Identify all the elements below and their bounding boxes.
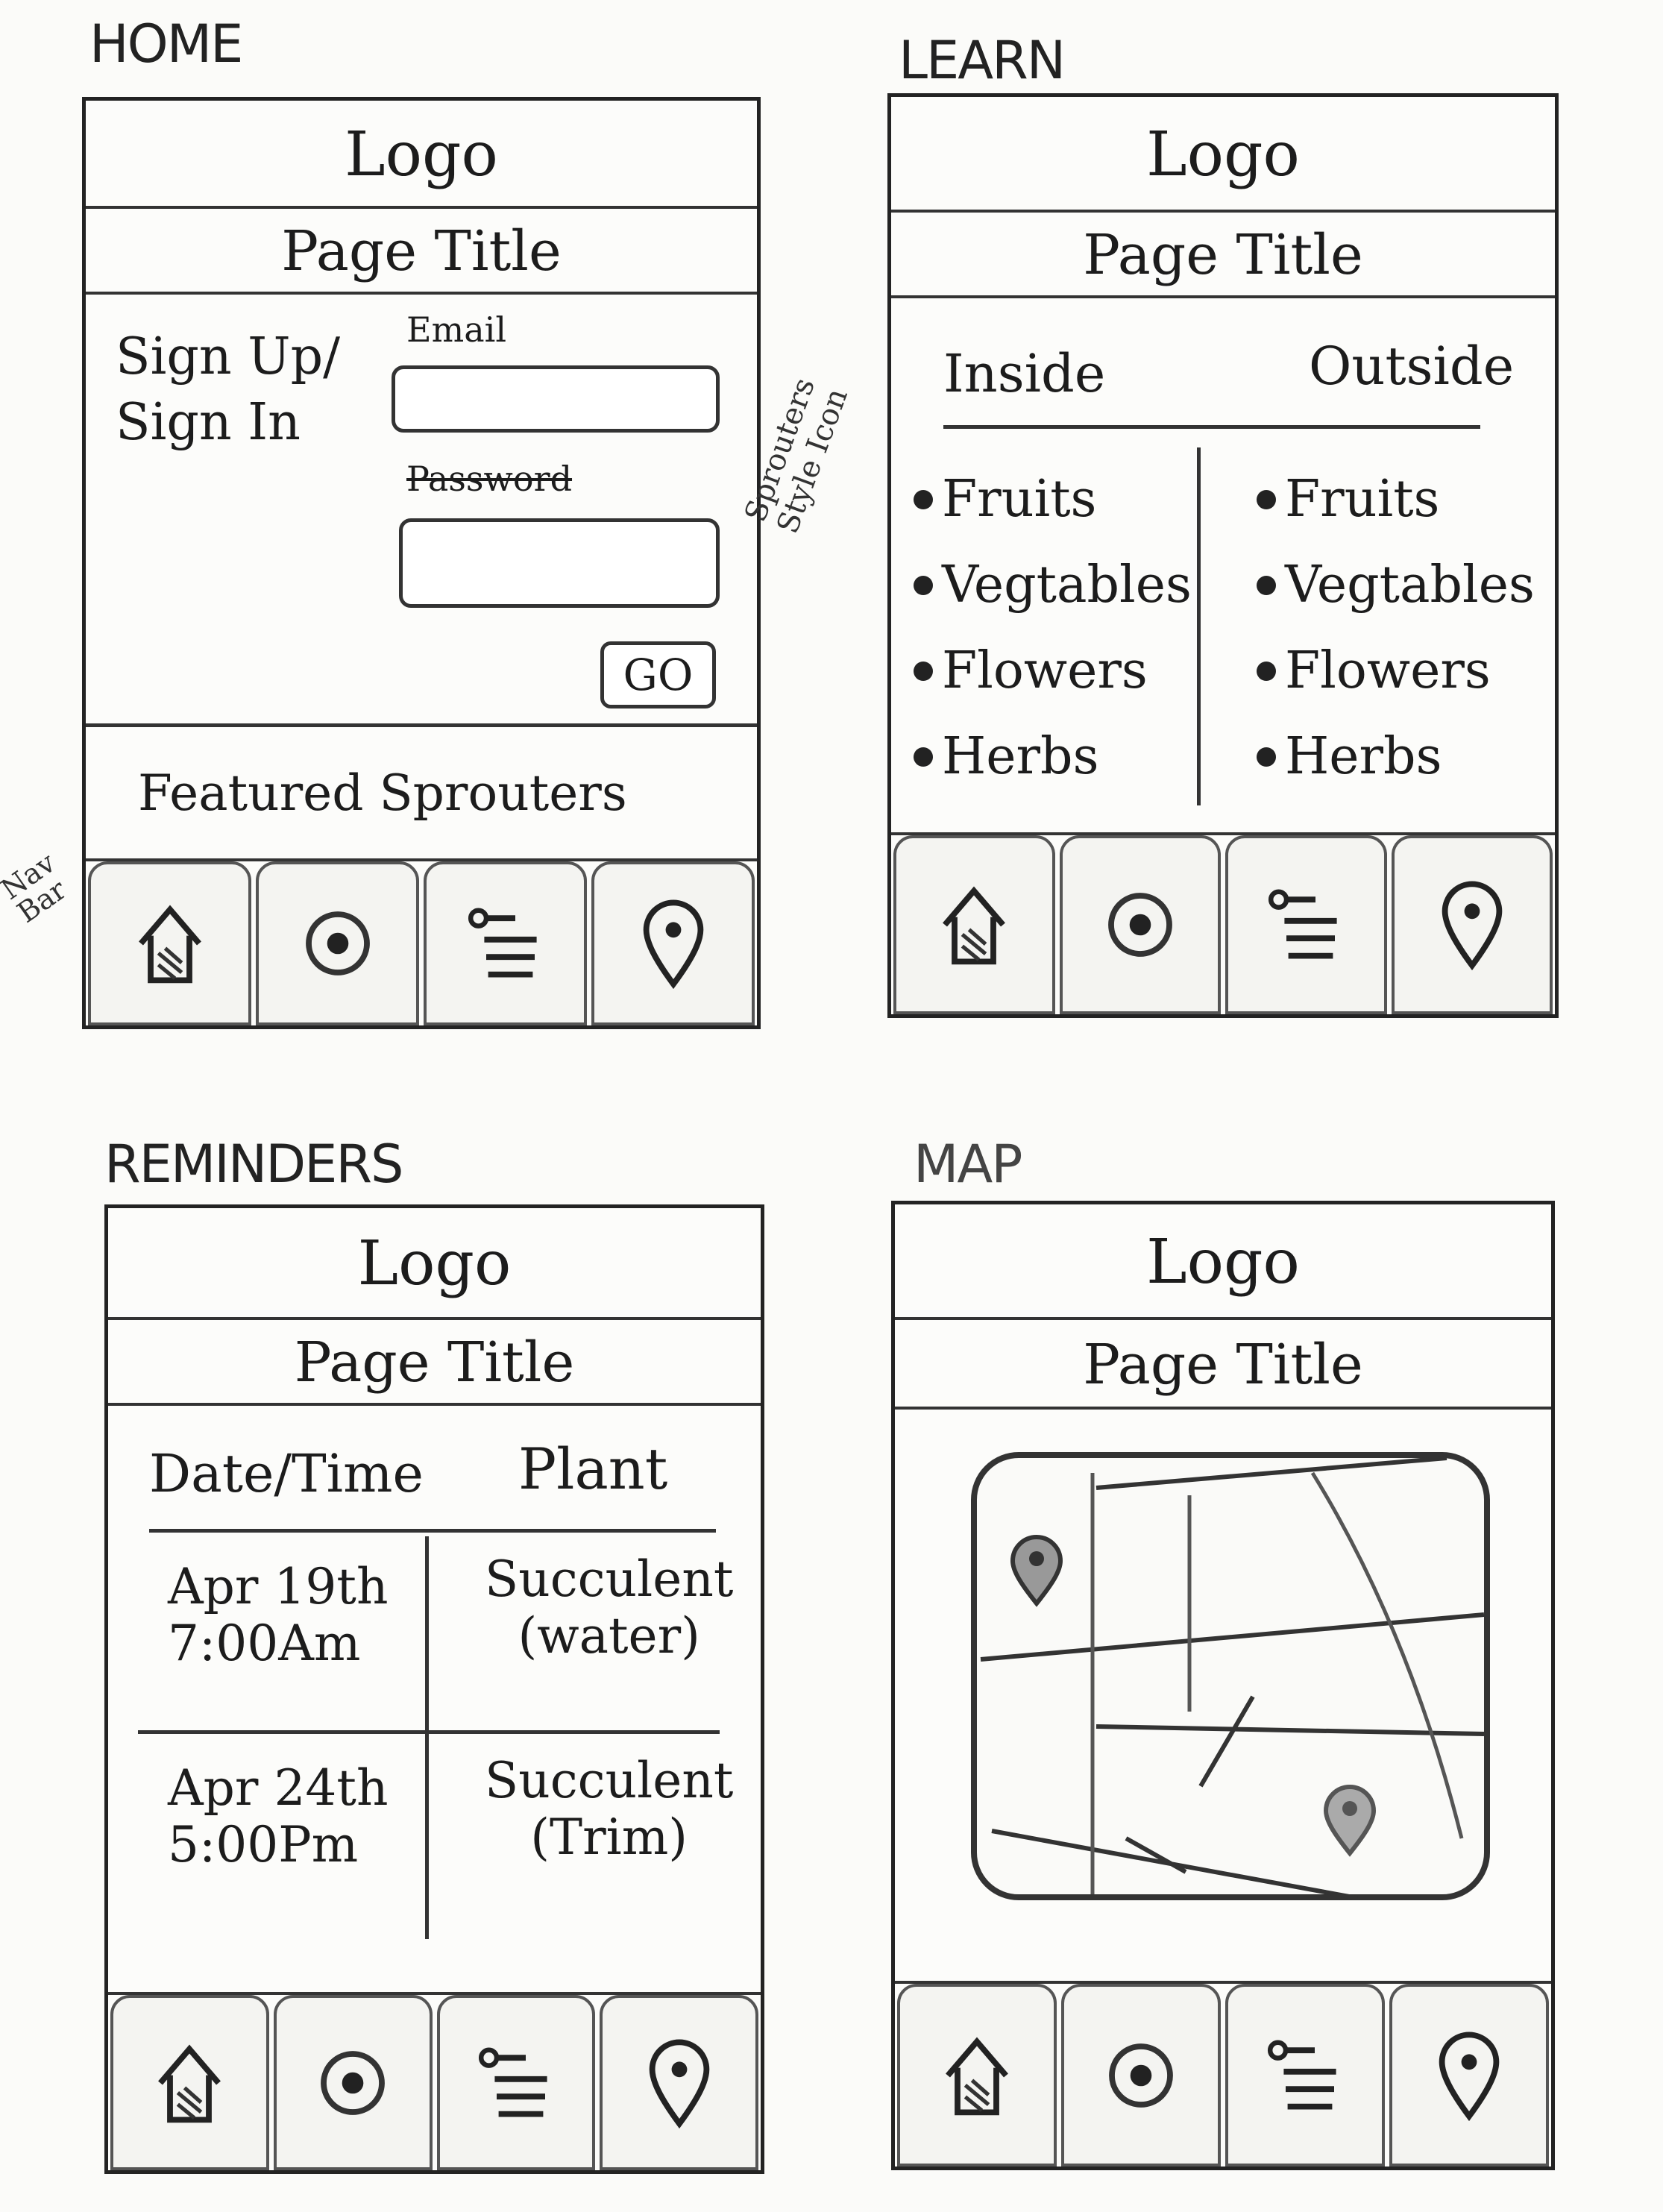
nav-bar — [891, 832, 1555, 1014]
logo: Logo — [891, 97, 1555, 213]
outside-category-flowers[interactable]: Flowers — [1257, 641, 1535, 700]
sprout-icon — [321, 2050, 386, 2115]
nav-tab-reminders[interactable] — [424, 861, 587, 1025]
header-underline — [149, 1529, 716, 1533]
go-button[interactable]: GO — [600, 641, 716, 708]
nav-bar — [895, 1981, 1551, 2167]
map-view[interactable] — [969, 1451, 1491, 1902]
reminders-icon — [468, 908, 537, 978]
nav-tab-learn[interactable] — [273, 1995, 433, 2170]
reminder-row-1-date[interactable]: Apr 19th 7:00Am — [168, 1558, 389, 1672]
outside-category-herbs[interactable]: Herbs — [1257, 727, 1535, 786]
map-screen: Logo Page Title — [891, 1201, 1555, 2170]
row-divider — [138, 1730, 720, 1734]
reminder-row-2-date[interactable]: Apr 24th 5:00Pm — [168, 1759, 389, 1873]
home-icon — [158, 2044, 221, 2123]
column-divider — [1197, 447, 1201, 805]
tab-outside[interactable]: Outside — [1309, 336, 1515, 397]
tab-underline — [943, 425, 1480, 429]
reminder-row-1-plant[interactable]: Succulent (water) — [485, 1550, 734, 1665]
nav-tab-reminders[interactable] — [1225, 835, 1387, 1014]
home-icon — [943, 886, 1006, 965]
map-pin-icon — [1442, 881, 1503, 971]
nav-tab-map[interactable] — [591, 861, 755, 1025]
nav-bar — [108, 1992, 761, 2170]
featured-sprouters-label: Featured Sprouters — [138, 764, 627, 822]
page-title: Page Title — [86, 209, 757, 295]
home-icon — [946, 2037, 1008, 2115]
home-screen: Logo Page Title Sign Up/ Sign In Email P… — [82, 97, 761, 1029]
page-title: Page Title — [895, 1320, 1551, 1410]
logo: Logo — [108, 1208, 761, 1320]
nav-tab-map[interactable] — [600, 1995, 758, 2170]
nav-tab-home[interactable] — [893, 835, 1055, 1014]
learn-frame-label: LEARN — [899, 30, 1066, 91]
home-frame-label: HOME — [89, 13, 243, 75]
password-field[interactable] — [399, 518, 720, 608]
page-title: Page Title — [108, 1320, 761, 1406]
nav-tab-map[interactable] — [1389, 1984, 1549, 2167]
map-pin-icon — [649, 2039, 709, 2128]
nav-tab-reminders[interactable] — [436, 1995, 596, 2170]
reminders-icon — [1267, 2040, 1336, 2109]
nav-tab-learn[interactable] — [256, 861, 419, 1025]
email-field[interactable] — [392, 365, 720, 433]
logo: Logo — [86, 101, 757, 209]
nav-tab-home[interactable] — [88, 861, 251, 1025]
nav-tab-home[interactable] — [897, 1984, 1057, 2167]
logo: Logo — [895, 1204, 1551, 1320]
tab-inside[interactable]: Inside — [943, 343, 1106, 404]
reminders-screen: Logo Page Title Date/Time Plant Apr 19th… — [104, 1204, 764, 2174]
nav-tab-reminders[interactable] — [1225, 1984, 1385, 2167]
reminders-frame-label: REMINDERS — [104, 1134, 403, 1195]
nav-tab-map[interactable] — [1391, 835, 1553, 1014]
sprout-icon — [1109, 2043, 1173, 2108]
nav-tab-learn[interactable] — [1059, 835, 1221, 1014]
sprout-icon — [305, 911, 370, 975]
featured-divider — [86, 723, 757, 727]
nav-tab-learn[interactable] — [1061, 1984, 1221, 2167]
inside-category-flowers[interactable]: Flowers — [914, 641, 1192, 700]
map-pin-icon[interactable] — [1323, 1785, 1377, 1857]
date-time-column-header: Date/Time — [149, 1443, 424, 1504]
reminder-row-2-plant[interactable]: Succulent (Trim) — [485, 1752, 734, 1866]
map-frame-label: MAP — [914, 1134, 1022, 1195]
plant-column-header: Plant — [518, 1436, 668, 1502]
nav-bar — [86, 858, 757, 1025]
column-divider — [425, 1536, 429, 1939]
home-icon — [138, 905, 201, 984]
map-roads — [980, 1456, 1485, 1900]
reminders-icon — [478, 2047, 547, 2117]
page-title: Page Title — [891, 213, 1555, 298]
nav-tab-home[interactable] — [110, 1995, 269, 2170]
reminders-icon — [1269, 889, 1337, 959]
outside-category-vegtables[interactable]: Vegtables — [1257, 556, 1535, 615]
map-streets — [1090, 1471, 1464, 1894]
map-pin-icon — [643, 899, 703, 990]
inside-category-herbs[interactable]: Herbs — [914, 727, 1192, 786]
map-pin-icon — [1439, 2032, 1500, 2121]
password-label: Password — [406, 459, 573, 499]
outside-category-fruits[interactable]: Fruits — [1257, 470, 1535, 529]
map-pin-icon[interactable] — [1010, 1535, 1063, 1607]
signup-signin-label: Sign Up/ Sign In — [116, 327, 341, 453]
inside-category-vegtables[interactable]: Vegtables — [914, 556, 1192, 615]
sprout-icon — [1107, 893, 1172, 957]
inside-category-fruits[interactable]: Fruits — [914, 470, 1192, 529]
email-label: Email — [406, 310, 507, 350]
